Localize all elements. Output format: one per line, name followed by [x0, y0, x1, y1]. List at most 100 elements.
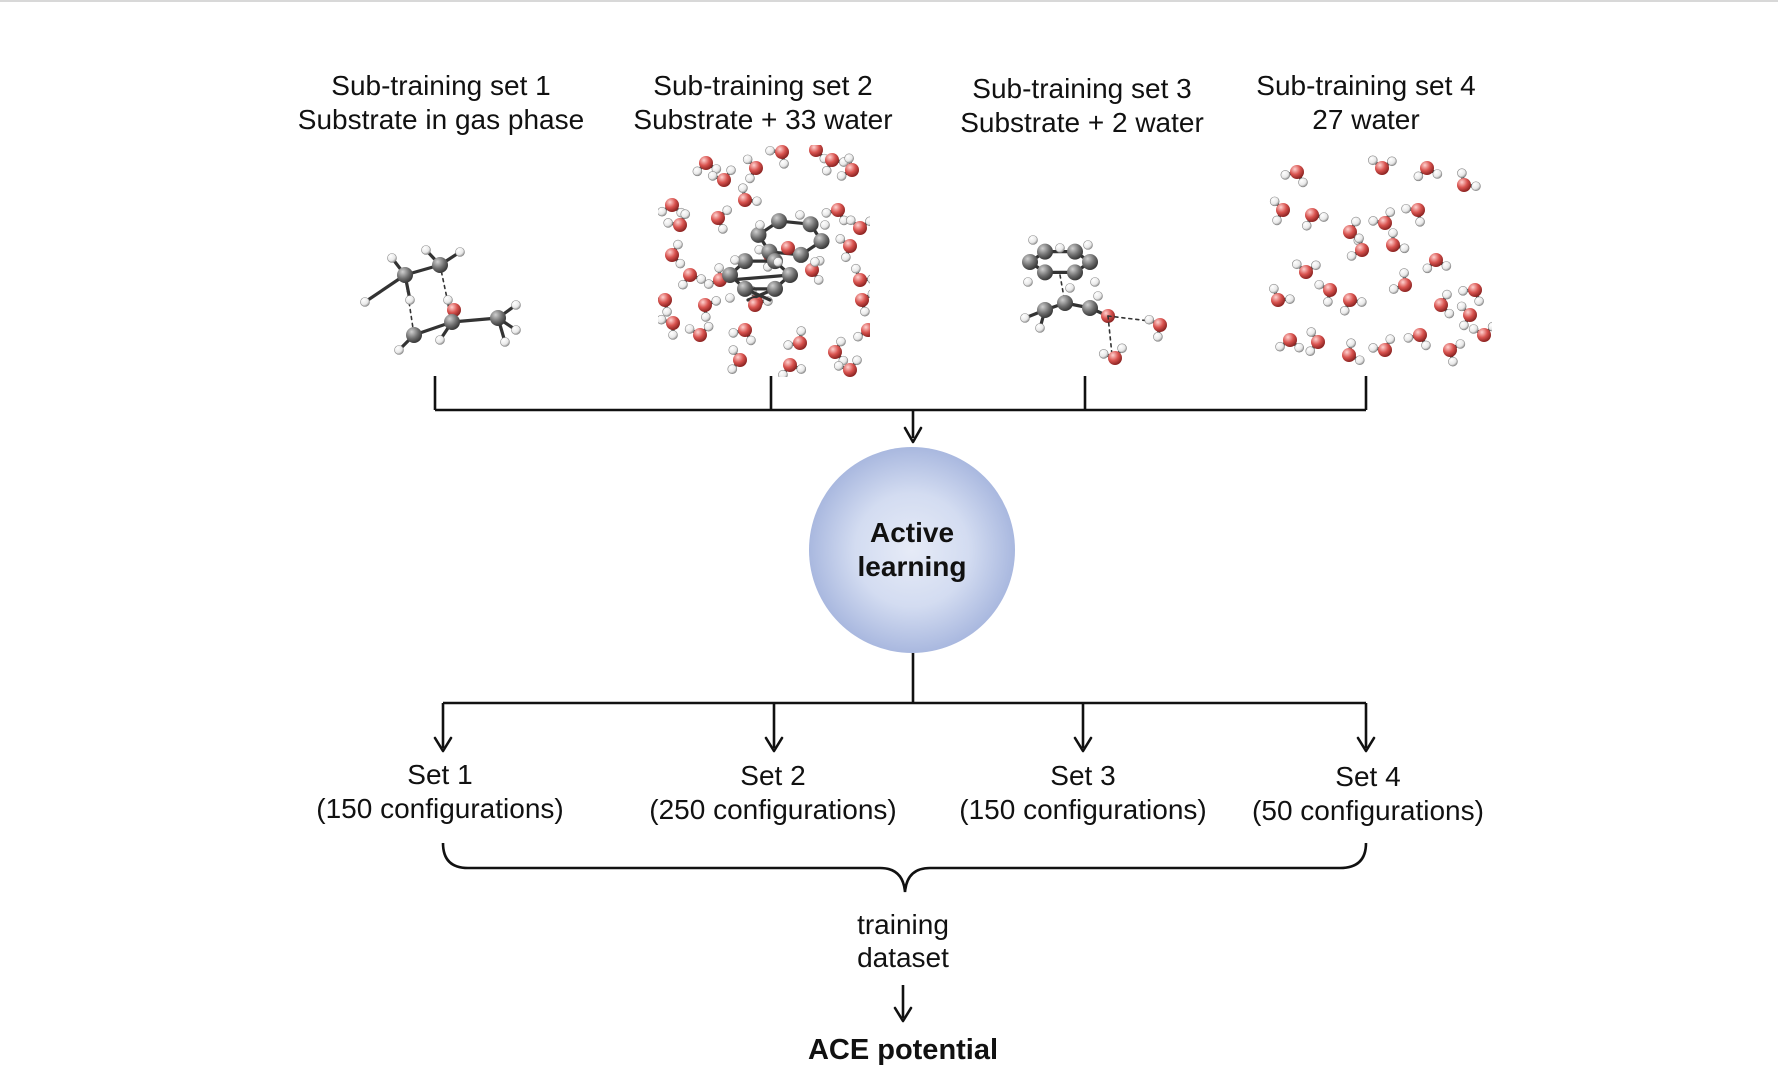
hydrogen-atom: [1269, 196, 1280, 207]
oxygen-atom: [1311, 335, 1325, 349]
hydrogen-atom: [663, 218, 673, 228]
oxygen-atom: [825, 153, 839, 167]
carbon-atom: [722, 267, 738, 283]
carbon-atom: [1067, 264, 1083, 281]
subset-1-heading: Sub-training set 1 Substrate in gas phas…: [298, 70, 584, 135]
oxygen-atom: [666, 316, 680, 330]
carbon-atom: [1082, 300, 1098, 316]
oxygen-atom: [749, 161, 763, 175]
hydrogen-atom: [421, 245, 431, 255]
oxygen-atom: [1342, 348, 1356, 362]
carbon-atom: [771, 213, 788, 230]
oxygen-atom: [1463, 308, 1477, 322]
hydrogen-atom: [1421, 340, 1431, 351]
arrow-to-active-learning: [903, 426, 923, 444]
hydrogen-atom: [684, 324, 695, 334]
carbon-atom: [782, 267, 798, 283]
oxygen-atom: [853, 221, 867, 235]
oxygen-atom: [1343, 225, 1357, 239]
oxygen-atom: [1468, 283, 1482, 297]
hydrogen-atom: [1415, 217, 1425, 227]
hydrogen-atom: [1292, 259, 1302, 270]
oxygen-atom: [843, 239, 857, 253]
carbon-atom: [1067, 243, 1083, 260]
oxygen-atom: [783, 358, 797, 372]
hydrogen-atom: [394, 345, 404, 355]
hydrogen-atom: [1301, 220, 1312, 231]
hydrogen-atom: [675, 258, 686, 269]
training-label-line2: dataset: [857, 942, 949, 973]
hydrogen-atom: [1346, 251, 1357, 261]
hydrogen-atom: [773, 257, 783, 267]
hydrogen-atom: [1432, 169, 1443, 179]
arrow-to-set-4: [1356, 736, 1376, 753]
hydrogen-atom: [725, 293, 735, 303]
hydrogen-atom: [722, 205, 732, 216]
hydrogen-atom: [1144, 314, 1155, 325]
oxygen-atom: [1420, 161, 1434, 175]
oxygen-atom: [1378, 216, 1392, 230]
set-3-count: (150 configurations): [959, 794, 1206, 825]
hydrogen-atom: [1020, 313, 1030, 323]
oxygen-atom: [853, 273, 867, 287]
training-dataset-label: training dataset: [857, 909, 949, 973]
carbon-atom: [406, 327, 422, 343]
subset-3-desc: Substrate + 2 water: [960, 107, 1204, 138]
hydrogen-atom: [844, 153, 854, 164]
hydrogen-atom: [865, 216, 870, 227]
oxygen-atom: [693, 328, 707, 342]
hydrogen-atom: [818, 135, 827, 144]
hydrogen-atom: [1035, 323, 1045, 333]
set-4-label: Set 4 (50 configurations): [1252, 761, 1484, 826]
hydrogen-atom: [500, 337, 510, 347]
bond: [1107, 315, 1113, 356]
hydrogen-atom: [360, 297, 370, 307]
oxygen-atom: [809, 145, 823, 157]
carbon-atom: [767, 280, 783, 297]
hydrogen-atom: [1093, 291, 1103, 301]
subset-2-heading: Sub-training set 2 Substrate + 33 water: [633, 70, 892, 135]
subset-2-title: Sub-training set 2: [653, 70, 872, 101]
hydrogen-atom: [662, 307, 672, 317]
hydrogen-atom: [1422, 263, 1433, 274]
hydrogen-atom: [1442, 289, 1452, 300]
hydrogen-atom: [1487, 321, 1492, 332]
hydrogen-atom: [795, 210, 805, 220]
oxygen-atom: [1290, 165, 1304, 179]
oxygen-atom: [1355, 243, 1369, 257]
hydrogen-atom: [846, 215, 856, 226]
hydrogen-atom: [1471, 181, 1481, 192]
oxygen-atom: [861, 323, 870, 337]
carbon-atom: [813, 233, 830, 250]
oxygen-atom: [738, 323, 752, 337]
hydrogen-atom: [668, 330, 678, 340]
hydrogen-atom: [1323, 297, 1333, 307]
hydrogen-atom: [821, 208, 832, 218]
hydrogen-atom: [1413, 171, 1424, 182]
hydrogen-atom: [1458, 286, 1468, 296]
carbon-atom: [397, 267, 413, 283]
hydrogen-atom: [1319, 212, 1329, 222]
hydrogen-atom: [718, 224, 728, 234]
hydrogen-atom: [796, 326, 807, 336]
hydrogen-atom: [1474, 296, 1484, 307]
active-learning-label-line2: learning: [858, 551, 967, 582]
subset-2-desc: Substrate + 33 water: [633, 104, 892, 135]
hydrogen-atom: [1305, 346, 1316, 356]
oxygen-atom: [855, 293, 869, 307]
hydrogen-atom: [778, 369, 788, 377]
hydrogen-atom: [1280, 170, 1291, 180]
substrate-2-water-molecules: [1020, 235, 1167, 365]
hydrogen-atom: [1272, 215, 1282, 226]
hydrogen-atom: [745, 173, 755, 184]
hydrogen-atom: [738, 183, 748, 193]
hydrogen-atom: [746, 335, 756, 346]
hydrogen-atom: [1306, 327, 1317, 337]
hydrogen-atom: [853, 331, 863, 342]
hydrogen-atom: [726, 165, 736, 176]
hydrogen-atom: [851, 263, 861, 274]
carbon-atom: [1022, 254, 1038, 270]
set-4-name: Set 4: [1335, 761, 1400, 792]
hydrogen-atom: [649, 294, 658, 303]
set-2-name: Set 2: [740, 760, 805, 791]
